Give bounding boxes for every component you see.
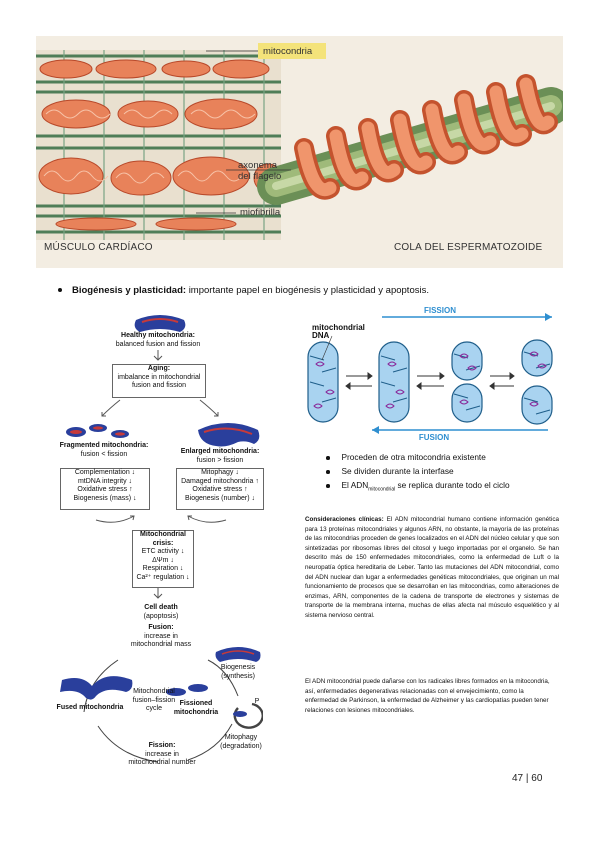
bullet-dot <box>58 288 62 293</box>
cell-death-label: Cell death(apoptosis) <box>143 604 179 620</box>
page-number: 47 | 60 <box>512 773 543 784</box>
aging-mitochondria-diagram: Healthy mitochondria:balanced fusion and… <box>57 308 264 768</box>
radicals-paragraph: El ADN mitocondrial puede dañarse con lo… <box>305 678 550 714</box>
biogenesis-mito-shape <box>215 647 261 662</box>
fission-fusion-graphics <box>307 313 553 434</box>
bullet-replication: El ADNmitocondrial se replica durante to… <box>326 480 510 493</box>
fragmented-effects-box: Complementation ↓mtDNA integrity ↓Oxidat… <box>60 468 150 510</box>
fused-mito-shape <box>60 676 133 700</box>
fusion-arrow <box>372 426 548 434</box>
label-miofibrilla: miofibrilla <box>240 207 281 218</box>
cristae <box>309 351 551 415</box>
double-arrows <box>345 372 515 390</box>
mitochondria-drawing <box>36 43 563 240</box>
phosphate-label: P <box>254 698 260 705</box>
label-mitocondria: mitocondria <box>263 46 313 57</box>
clinical-text: El ADN mitocondrial humano contiene info… <box>305 516 559 619</box>
mito-cells <box>307 339 553 425</box>
fission-arrow <box>382 313 552 321</box>
flow-diagram-graphics <box>60 315 263 763</box>
fissioned-label: Fissioned mitochondria <box>173 700 219 716</box>
mitophagy-label: Mitophagy(degradation) <box>220 734 262 750</box>
healthy-label: Healthy mitochondria:balanced fusion and… <box>115 332 201 348</box>
cardiac-muscle-fibrils <box>36 50 283 240</box>
biogenesis-text: importante papel en biogénesis y plastic… <box>188 285 429 296</box>
bullet-interphase: Se dividen durante la interfase <box>326 466 454 476</box>
enlarged-label: Enlarged mitochondria:fusion > fission <box>180 448 260 464</box>
enlarged-mito-shape <box>198 423 260 447</box>
cycle-arrows <box>83 659 239 763</box>
fusion-label: FUSION <box>418 433 450 442</box>
fissioned-mito-shapes <box>166 684 208 696</box>
biogenesis-title: Biogénesis y plasticidad: <box>72 285 187 296</box>
mtdna-loops <box>313 351 547 409</box>
label-axonema: axonema <box>238 160 278 171</box>
enlarged-effects-box: Mitophagy ↓Damaged mitochondria ↑Oxidati… <box>176 468 264 510</box>
heart-sperm-illustration: mitocondria axonema del flagelo miofibri… <box>36 36 563 268</box>
caption-cardiac-muscle: MÚSCULO CARDÍACO <box>44 242 153 253</box>
biogenesis-label: Biogenesis(synthesis) <box>220 664 256 680</box>
fission-label: FISSION <box>423 306 456 315</box>
biogenesis-bullet: Biogénesis y plasticidad: importante pap… <box>58 285 429 296</box>
label-flagelo: del flagelo <box>238 171 282 182</box>
sperm-mitochondrial-sheath <box>294 74 558 200</box>
fused-label: Fused mitochondria <box>56 704 124 711</box>
caption-sperm-tail: COLA DEL ESPERMATOZOIDE <box>394 242 543 253</box>
bullet-existing: Proceden de otra mitocondria existente <box>326 452 486 462</box>
clinical-title: Consideraciones clínicas: <box>305 516 384 523</box>
mitophagy-shape <box>233 702 263 729</box>
healthy-mito-shape <box>134 315 186 332</box>
fragmented-label: Fragmented mitochondria:fusion < fission <box>59 442 149 458</box>
clinical-paragraph: Consideraciones clínicas: El ADN mitocon… <box>305 515 559 621</box>
